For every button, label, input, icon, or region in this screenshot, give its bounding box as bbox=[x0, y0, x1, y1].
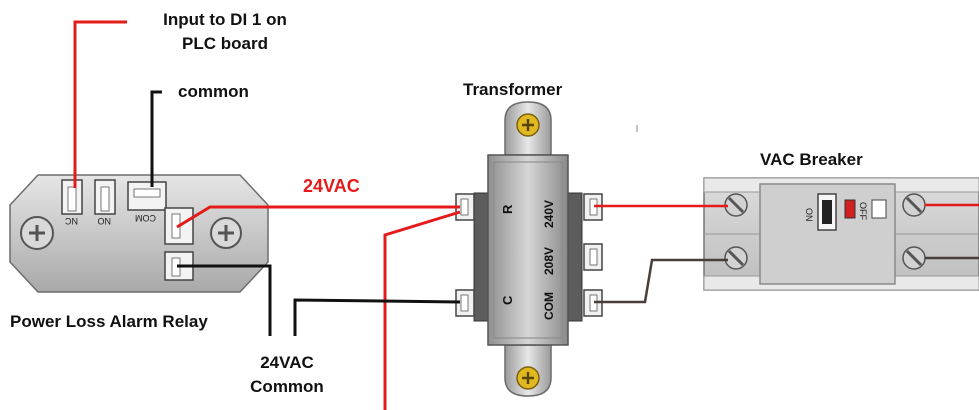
relay-screw-left-icon bbox=[20, 216, 54, 250]
transformer-com-marking: COM bbox=[542, 292, 556, 320]
relay-nc-label: NC bbox=[65, 216, 78, 226]
wire-di-input bbox=[73, 20, 127, 188]
transformer-c-marking: C bbox=[500, 295, 515, 305]
transformer-label: Transformer bbox=[463, 80, 563, 99]
breaker-screw-bottom-left-icon bbox=[724, 246, 748, 270]
relay-terminal-nc: NC bbox=[61, 179, 83, 226]
relay-com-label: COM bbox=[135, 213, 156, 223]
transformer-r-marking: R bbox=[500, 204, 515, 214]
transformer-terminal-c bbox=[455, 289, 475, 317]
relay-screw-right-icon bbox=[210, 217, 242, 249]
relay-terminal-no: NO bbox=[94, 179, 116, 226]
relay-label: Power Loss Alarm Relay bbox=[10, 312, 208, 331]
transformer-terminal-208v bbox=[583, 243, 603, 271]
di-input-label-line1: Input to DI 1 on bbox=[163, 10, 287, 29]
breaker-on-marking: ON bbox=[804, 208, 814, 222]
vac-breaker: ON OFF bbox=[703, 177, 979, 291]
wire-24vac-hot-down bbox=[383, 210, 461, 410]
vac24-common-label: 24VAC Common bbox=[232, 351, 342, 399]
breaker-screw-bottom-right-icon bbox=[902, 246, 926, 270]
vac24-common-label-line2: Common bbox=[250, 377, 324, 396]
relay-terminal-com: COM bbox=[127, 181, 167, 223]
transformer-208v-marking: 208V bbox=[542, 247, 556, 275]
transformer: R C 240V 208V COM bbox=[455, 101, 603, 397]
wire-24vac-hot bbox=[176, 205, 460, 229]
bracket-screw-bottom-icon bbox=[516, 366, 540, 390]
breaker-screw-top-left-icon bbox=[724, 193, 748, 217]
di-input-label-line2: PLC board bbox=[182, 34, 268, 53]
relay-no-label: NO bbox=[98, 216, 112, 226]
wire-primary-neutral bbox=[594, 258, 728, 304]
breaker-screw-top-right-icon bbox=[902, 193, 926, 217]
vac-breaker-label: VAC Breaker bbox=[760, 150, 863, 169]
transformer-core bbox=[487, 154, 569, 346]
bracket-screw-top-icon bbox=[516, 113, 540, 137]
vac24-common-label-line1: 24VAC bbox=[260, 353, 314, 372]
power-loss-alarm-relay: NC NO COM bbox=[9, 174, 269, 293]
wire-24vac-common-transformer bbox=[293, 298, 461, 336]
wire-24vac-common-relay bbox=[177, 264, 272, 336]
vac24-hot-label: 24VAC bbox=[303, 176, 360, 196]
wire-relay-common bbox=[150, 90, 162, 187]
di-input-label: Input to DI 1 on PLC board bbox=[140, 8, 310, 56]
transformer-240v-marking: 240V bbox=[542, 200, 556, 228]
transformer-terminal-com bbox=[583, 289, 603, 317]
breaker-off-marking: OFF bbox=[858, 202, 868, 220]
common-label: common bbox=[178, 82, 249, 101]
